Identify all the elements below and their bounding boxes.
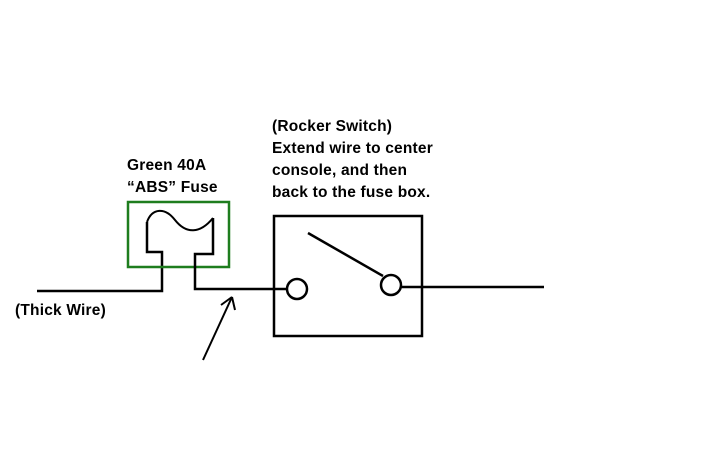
fuse-label: Green 40A “ABS” Fuse: [127, 155, 218, 199]
thick-wire-label: (Thick Wire): [15, 302, 106, 319]
switch-label: (Rocker Switch) Extend wire to center co…: [272, 116, 433, 204]
fuse-output-wire: [193, 218, 287, 291]
rocker-switch-box: [272, 214, 424, 338]
switch-label-line2: Extend wire to center: [272, 140, 433, 157]
switch-label-line3: console, and then: [272, 162, 408, 179]
fuse-label-line2: “ABS” Fuse: [127, 179, 218, 196]
input-wire: [37, 222, 164, 293]
fuse-box: [126, 200, 231, 269]
pointer-arrow-icon: [202, 296, 236, 361]
fuse-element-icon: [146, 209, 214, 232]
switch-label-line1: (Rocker Switch): [272, 118, 393, 135]
switch-contact-right: [379, 273, 403, 297]
switch-lever-icon: [307, 231, 384, 278]
fuse-label-line1: Green 40A: [127, 157, 207, 174]
switch-contact-left: [285, 277, 309, 301]
switch-label-line4: back to the fuse box.: [272, 184, 431, 201]
